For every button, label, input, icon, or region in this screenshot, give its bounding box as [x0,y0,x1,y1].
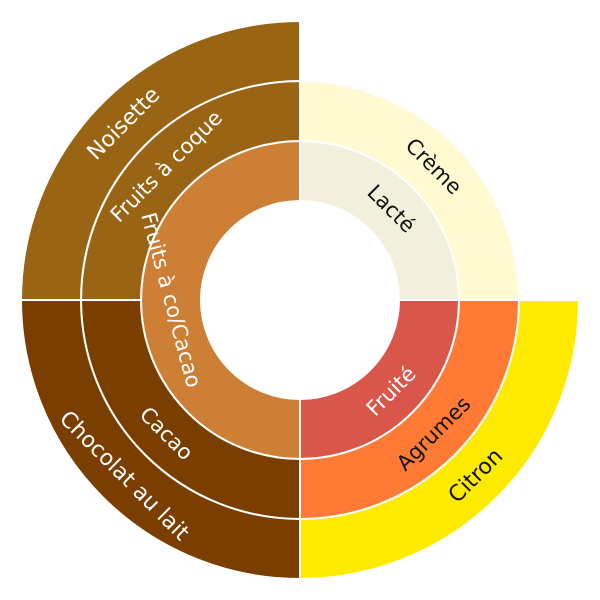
sector-noisette[interactable] [19,19,301,301]
